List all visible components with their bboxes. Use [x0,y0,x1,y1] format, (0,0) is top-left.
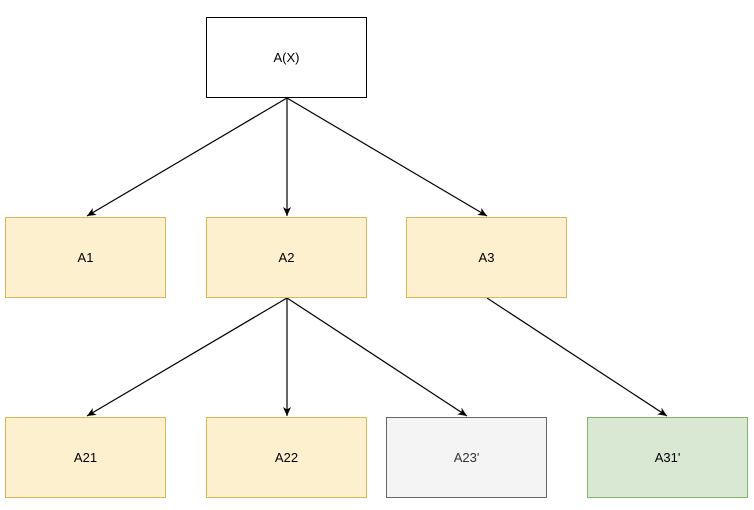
node-ax[interactable]: A(X) [206,17,367,98]
node-a1[interactable]: A1 [5,217,166,298]
node-a31[interactable]: A31' [587,417,748,498]
edge-a2-a23 [286,297,468,417]
edge-ax-a3 [286,97,488,217]
node-a3[interactable]: A3 [406,217,567,298]
node-a21[interactable]: A21 [5,417,166,498]
node-a2[interactable]: A2 [206,217,367,298]
node-a23[interactable]: A23' [386,417,547,498]
node-a22[interactable]: A22 [206,417,367,498]
edge-a3-a31 [486,297,668,417]
edge-ax-a1 [86,97,288,217]
edge-a2-a21 [86,297,288,417]
